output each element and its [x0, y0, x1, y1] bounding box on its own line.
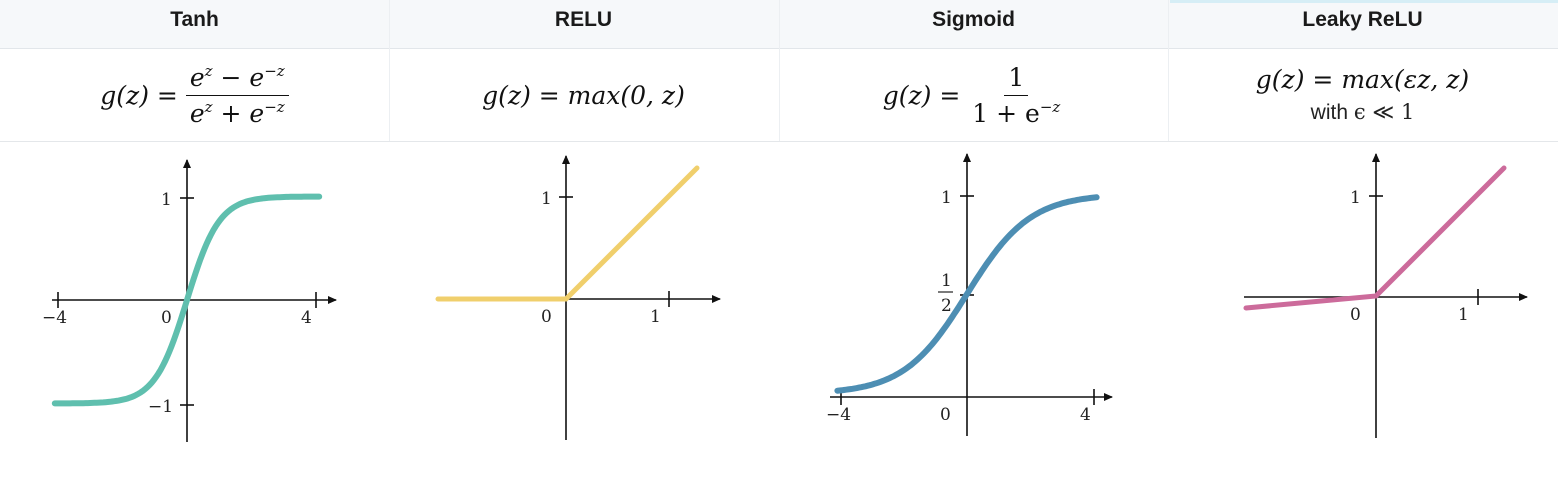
sigmoid-tick-label: 0 [940, 405, 951, 425]
relu-formula-text: g(z) = max(0, z) [482, 80, 685, 110]
leaky-relu-plot: 0 1 1 [1243, 153, 1528, 438]
sigmoid-plot: −4 0 4 1 1 2 [826, 153, 1113, 436]
header-accent [1170, 0, 1558, 3]
relu-tick-label: 1 [541, 189, 552, 209]
sigmoid-tick-label: −4 [826, 405, 851, 425]
column-divider [1168, 0, 1169, 141]
column-divider [779, 0, 780, 141]
leaky-relu-formula-text: g(z) = max(εz, z) [1255, 65, 1470, 94]
leaky-relu-curve [1243, 165, 1507, 311]
sigmoid-tick-label: 1 [941, 188, 952, 208]
sigmoid-half-denominator: 2 [941, 296, 952, 316]
sigmoid-tick-label: 4 [1080, 405, 1091, 425]
sigmoid-curve [834, 194, 1100, 394]
tanh-formula-lhs: g(z) = [100, 80, 178, 110]
sigmoid-formula: g(z) = 1 1 + e−z [779, 49, 1168, 141]
leaky-relu-tick-label: 0 [1350, 305, 1361, 325]
tanh-tick-label: −4 [42, 308, 67, 328]
relu-title: RELU [554, 8, 613, 31]
leaky-relu-formula: g(z) = max(εz, z) with ϵ ≪ 1 [1168, 49, 1557, 141]
relu-formula: g(z) = max(0, z) [389, 49, 778, 141]
tanh-numerator: ez − e−z [185, 62, 289, 96]
tanh-curve [51, 193, 323, 407]
tanh-title: Tanh [170, 8, 219, 31]
leaky-relu-epsilon-note: with ϵ ≪ 1 [1310, 100, 1415, 124]
tanh-formula: g(z) = ez − e−z ez + e−z [0, 49, 389, 141]
tanh-tick-label: 0 [161, 308, 172, 328]
leaky-relu-tick-label: 1 [1350, 188, 1361, 208]
relu-plot: 0 1 1 [435, 155, 721, 440]
tanh-tick-label: 1 [161, 190, 172, 210]
leaky-relu-tick-label: 1 [1458, 305, 1469, 325]
sigmoid-denominator: 1 + e−z [972, 97, 1061, 128]
sigmoid-fraction: 1 1 + e−z [968, 63, 1064, 128]
sigmoid-title: Sigmoid [932, 8, 1015, 31]
leaky-relu-title: Leaky ReLU [1302, 8, 1423, 31]
tanh-tick-label: −1 [148, 397, 173, 417]
relu-curve [435, 165, 700, 302]
tanh-fraction: ez − e−z ez + e−z [185, 62, 289, 128]
column-divider [389, 0, 390, 141]
tanh-denominator: ez + e−z [189, 97, 285, 128]
relu-tick-label: 0 [541, 307, 552, 327]
tanh-tick-label: 4 [301, 308, 312, 328]
sigmoid-half-numerator: 1 [941, 271, 952, 291]
sigmoid-numerator: 1 [1004, 63, 1029, 96]
relu-tick-label: 1 [650, 307, 661, 327]
tanh-plot: −4 0 4 1 −1 [42, 159, 337, 442]
sigmoid-formula-lhs: g(z) = [882, 80, 961, 110]
